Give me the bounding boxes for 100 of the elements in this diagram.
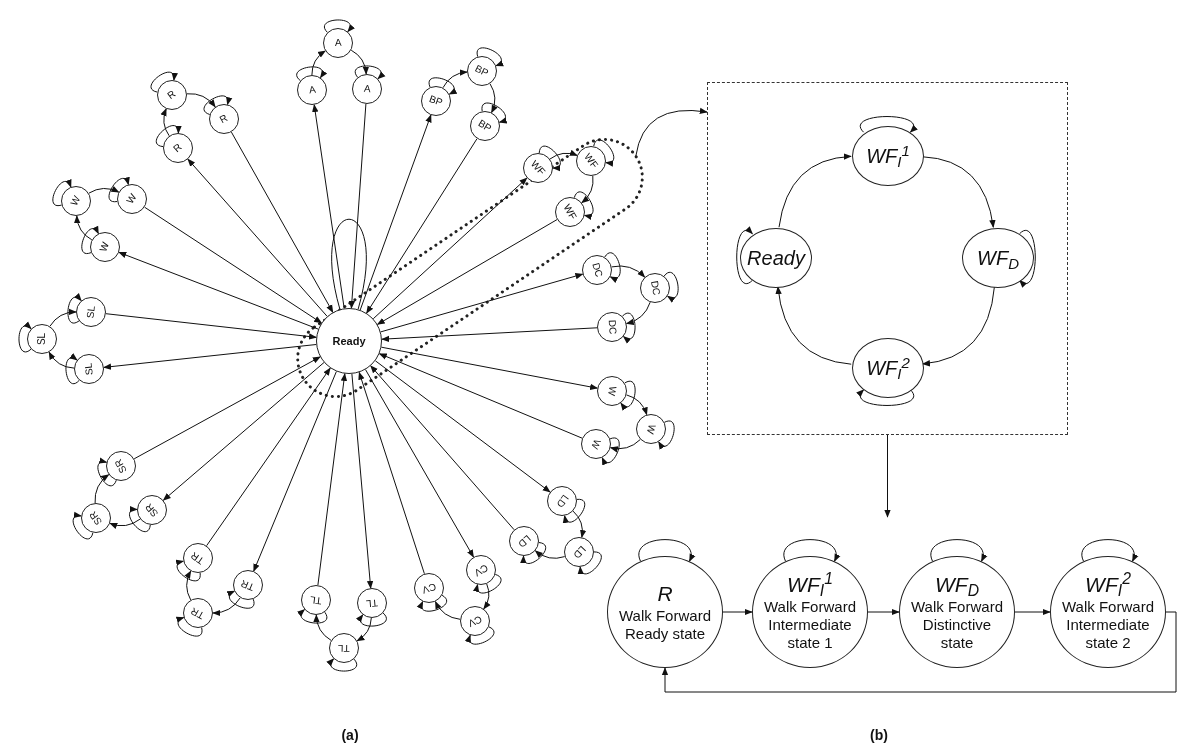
- state-label: TR: [239, 577, 257, 593]
- state-circle: [523, 153, 553, 183]
- self-loop-arrow: [175, 560, 201, 582]
- arrow: [922, 156, 996, 228]
- arrow: [162, 362, 325, 501]
- arrow: [922, 286, 995, 367]
- state-circle: [421, 86, 451, 116]
- state-label: DC: [590, 261, 604, 279]
- state-circle: [316, 308, 382, 374]
- arrow: [442, 69, 468, 89]
- state-label: WF: [561, 202, 579, 222]
- state-label: SL: [83, 362, 95, 376]
- state-circle: [297, 75, 327, 105]
- state-circle: [640, 273, 670, 303]
- state-label: TL: [309, 594, 323, 606]
- state-label: W: [589, 437, 603, 451]
- state-label: LD: [570, 543, 587, 561]
- self-loop-arrow: [67, 293, 82, 324]
- arrow: [253, 371, 337, 572]
- arrow: [581, 175, 594, 204]
- self-loop-arrow: [108, 176, 129, 203]
- state-circle: [74, 354, 104, 384]
- state-circle: [576, 146, 606, 176]
- state-label: A: [363, 83, 371, 95]
- self-loop-arrow: [18, 322, 32, 353]
- state-circle: [597, 312, 627, 342]
- state-circle: [581, 429, 611, 459]
- self-loop-arrow: [297, 609, 328, 624]
- state-label: DC: [606, 319, 618, 335]
- state-label: W: [644, 423, 658, 435]
- self-loop-arrow: [736, 227, 754, 284]
- arrow: [434, 600, 461, 620]
- self-loop-arrow: [604, 252, 621, 283]
- self-loop-arrow: [473, 573, 502, 594]
- arrow: [109, 518, 141, 529]
- arrow: [311, 50, 326, 76]
- arrow: [381, 327, 598, 342]
- state-label: R: [218, 112, 230, 126]
- arrow: [376, 219, 558, 325]
- state-circle: [61, 186, 91, 216]
- self-loop-arrow: [859, 116, 918, 133]
- arrow: [206, 367, 331, 547]
- state-circle: [352, 74, 382, 104]
- state-description: Walk Forward Intermediate state 2: [1061, 598, 1155, 653]
- arrow: [356, 617, 372, 642]
- state-label: LD: [554, 492, 570, 510]
- dashed-frame: [707, 82, 1068, 435]
- self-loop-arrow: [354, 65, 385, 80]
- self-loop-arrow: [296, 66, 327, 82]
- state-label: DC: [648, 280, 662, 296]
- arrow: [358, 371, 425, 575]
- self-loop-arrow: [203, 95, 232, 115]
- state-label: SL: [37, 332, 47, 346]
- arrow: [378, 353, 583, 439]
- state-label: Ready: [332, 335, 366, 347]
- state-circle: [81, 503, 111, 533]
- panel-label: (a): [341, 725, 359, 745]
- arrow: [867, 608, 900, 616]
- self-loop-arrow: [128, 507, 151, 533]
- state-label: WF: [529, 158, 547, 178]
- arrow: [778, 153, 852, 228]
- state-label: BP: [473, 63, 491, 79]
- state-description: Walk Forward Ready state: [618, 607, 712, 644]
- state-circle: [209, 104, 239, 134]
- arrow: [144, 206, 323, 324]
- state-circle: [90, 232, 120, 262]
- state-circle: [163, 133, 193, 163]
- state-label: TL: [338, 642, 350, 654]
- state-circle: [357, 588, 387, 618]
- self-loop-arrow: [1081, 539, 1138, 562]
- state-name: WF$_{D}$: [935, 571, 979, 599]
- state-label: Ready: [747, 248, 805, 268]
- arrow: [661, 611, 1177, 693]
- arrow: [365, 369, 474, 558]
- self-loop-arrow: [538, 145, 561, 171]
- arrow: [374, 360, 551, 493]
- state-circle: [460, 606, 490, 636]
- state-circle: [137, 495, 167, 525]
- state-label: SR: [143, 501, 161, 519]
- state-label: R: [171, 141, 185, 155]
- state-description: Walk Forward Intermediate state 1: [763, 598, 857, 653]
- self-loop-arrow: [638, 539, 695, 562]
- arrow: [49, 308, 77, 327]
- state-label: W: [125, 192, 139, 206]
- self-loop-arrow: [573, 191, 594, 219]
- state-label: W: [98, 240, 112, 254]
- state-circle: [509, 526, 539, 556]
- self-loop-arrow: [326, 658, 358, 672]
- arrow: [359, 114, 432, 311]
- arrow: [317, 372, 348, 586]
- panel-label: (b): [870, 725, 888, 745]
- state-label: CV: [466, 613, 484, 629]
- arrow: [160, 108, 170, 137]
- state-label: A: [308, 84, 316, 96]
- arrow: [350, 49, 369, 75]
- self-loop-arrow: [175, 617, 203, 637]
- state-circle: [301, 585, 331, 615]
- state-circle: [597, 376, 627, 406]
- state-circle: [329, 633, 359, 663]
- arrow: [380, 273, 584, 333]
